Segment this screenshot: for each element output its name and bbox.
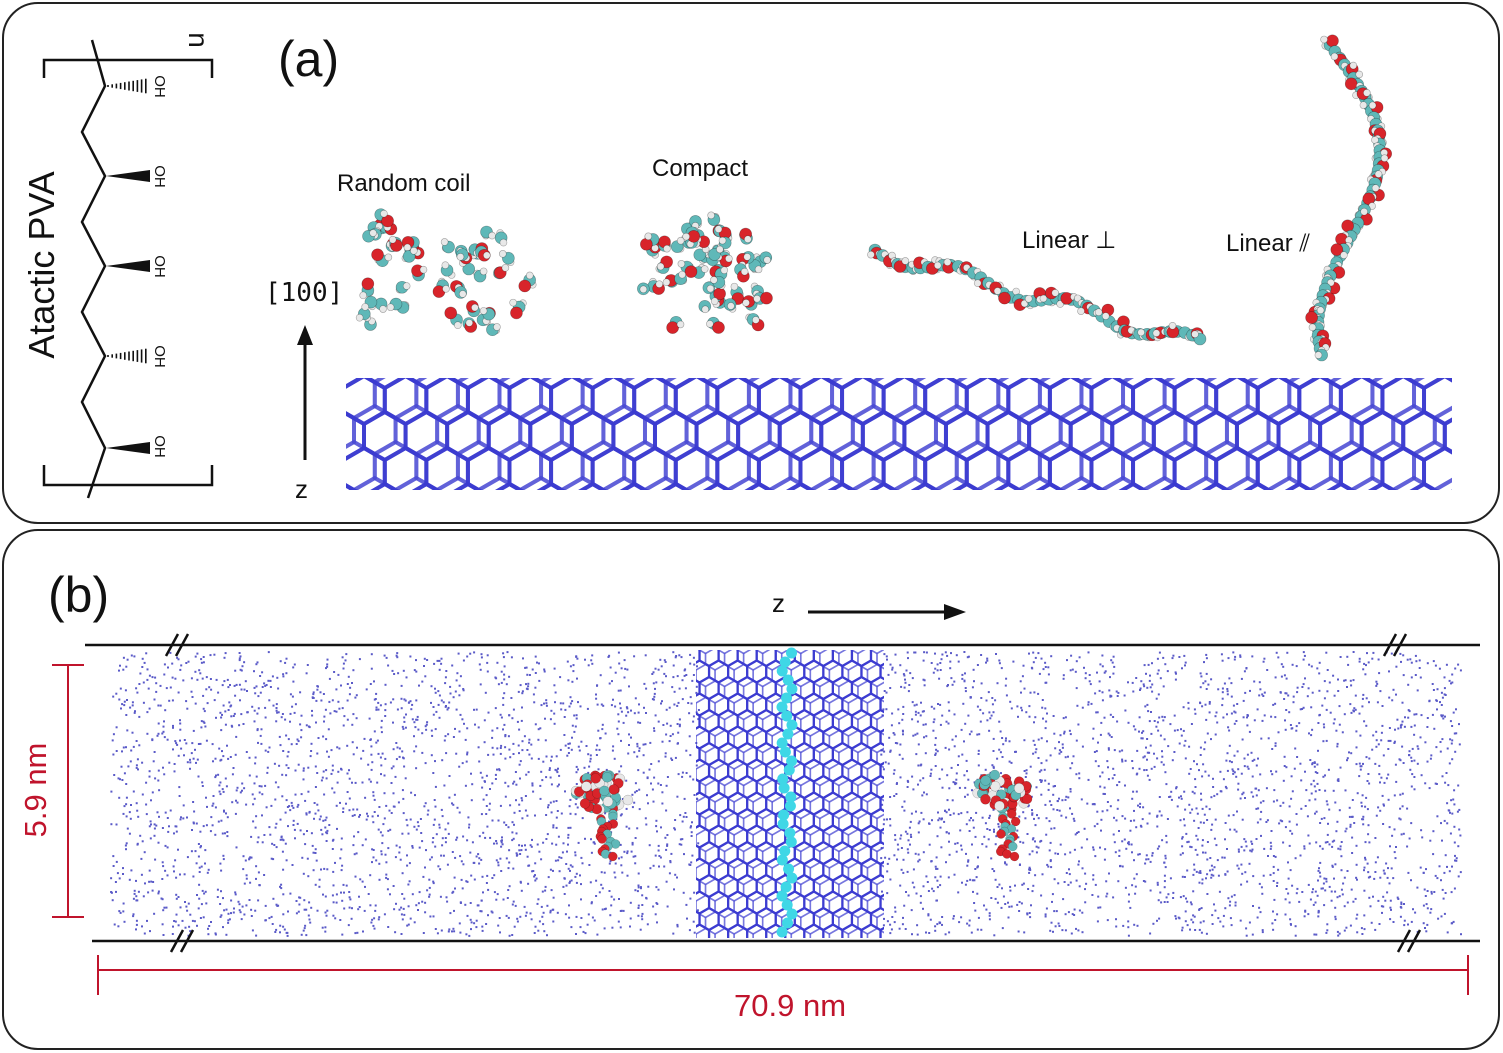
pva-conformations	[355, 34, 1393, 362]
label-random-coil: Random coil	[337, 170, 471, 197]
z-axis-label-a: z	[295, 474, 308, 504]
label-linear-parallel: Linear ⫽	[1226, 230, 1311, 257]
pva-structure	[42, 39, 214, 499]
panel-b	[2, 529, 1500, 1050]
label-compact: Compact	[652, 155, 749, 182]
panel-b-label: (b)	[48, 567, 110, 623]
label-linear-perpendicular: Linear ⊥	[1022, 227, 1117, 254]
z-right-arrow	[808, 604, 966, 620]
height-label: 5.9 nm	[18, 742, 53, 838]
direction-label: [100]	[265, 278, 344, 308]
z-axis-label-b: z	[772, 588, 785, 618]
ice-surface	[346, 378, 1452, 490]
panel-a-label: (a)	[278, 31, 340, 87]
width-label: 70.9 nm	[734, 988, 847, 1023]
z-up-arrow	[297, 325, 313, 460]
